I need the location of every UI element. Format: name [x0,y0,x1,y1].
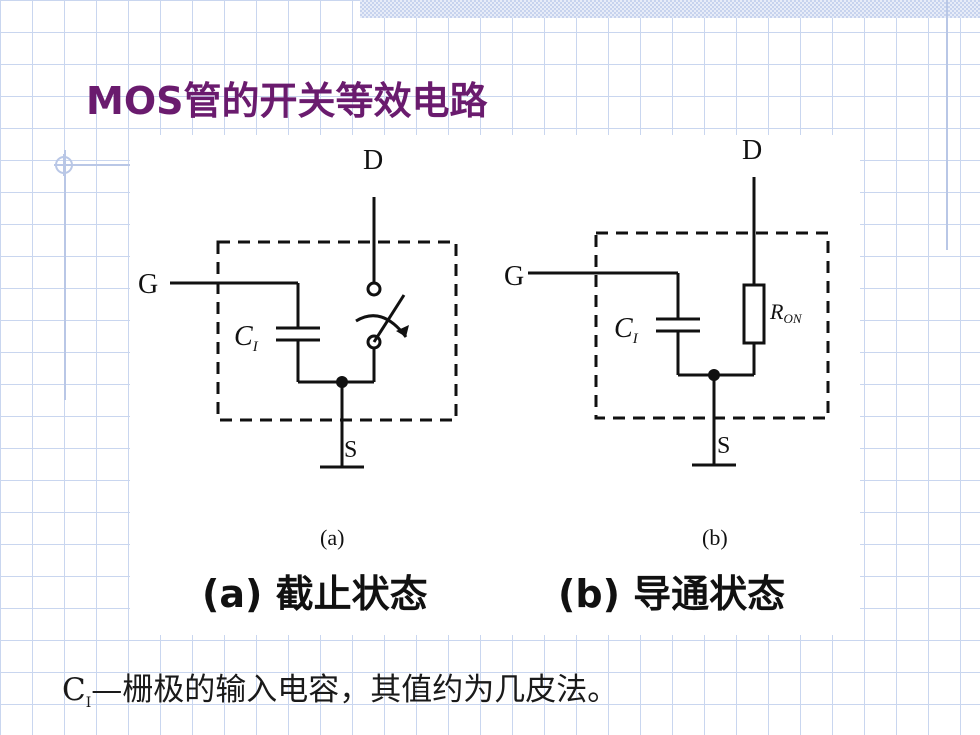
resistor-label: RON [769,299,803,326]
right-caption: (b) 导通状态 [558,572,785,616]
switch-arrow-icon [396,325,409,337]
right-drain-label: D [742,135,762,166]
left-drain-label: D [363,145,383,176]
left-panel-label: (a) [320,525,344,550]
left-dashed-box [216,240,458,422]
footer-symbol: C [62,672,86,708]
mos-switch-diagram: D G S CI (a) (a) 截止状态 D G S CI RON (b) (… [130,135,860,635]
right-junction-dot [708,369,720,381]
top-decorative-band [360,0,980,18]
crosshair-icon [54,154,132,176]
right-decorative-rule [946,0,948,250]
resistor-symbol [742,283,766,345]
right-source-label: S [717,433,730,459]
left-gate-label: G [138,269,158,300]
left-source-label: S [344,437,357,463]
right-dashed-box [594,231,830,420]
left-junction-dot [336,376,348,388]
footer-note: CI—栅极的输入电容，其值约为几皮法。 [62,664,618,711]
footer-symbol-sub: I [85,695,92,712]
right-cap-label: CI [614,313,639,347]
left-cap-label: CI [234,321,259,355]
left-caption: (a) 截止状态 [202,572,428,616]
left-decorative-rule [64,150,66,400]
right-panel-label: (b) [702,525,728,550]
page-title: MOS管的开关等效电路 [86,79,488,123]
footer-text: —栅极的输入电容，其值约为几皮法。 [91,672,619,708]
right-gate-label: G [504,261,524,292]
